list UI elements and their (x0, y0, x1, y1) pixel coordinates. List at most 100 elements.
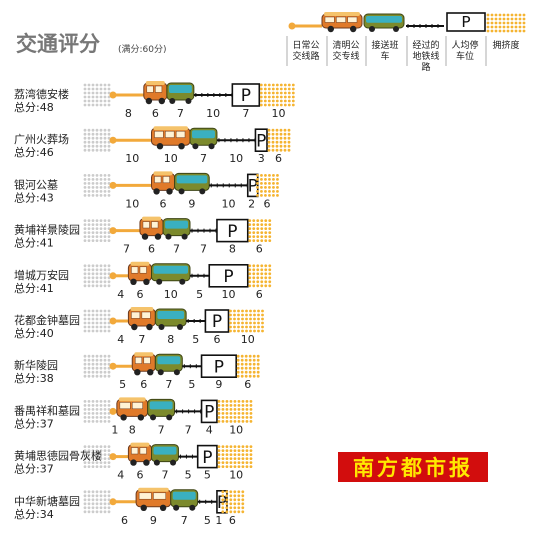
legend-bus-icon (321, 12, 363, 33)
value-label: 6 (275, 152, 282, 165)
shuttle-tram-mark (147, 398, 176, 421)
grey-dots (83, 490, 111, 514)
svg-text:P: P (212, 312, 222, 332)
grey-dots (83, 309, 111, 333)
metro-track-mark (190, 228, 217, 233)
value-label: 7 (200, 243, 207, 256)
value-label: 5 (204, 514, 211, 527)
svg-text:接送班: 接送班 (371, 39, 398, 51)
value-label: 6 (256, 288, 263, 301)
metro-track-mark (174, 409, 202, 414)
value-label: 4 (117, 469, 124, 482)
category-label: 花都金钟墓园 (14, 313, 80, 327)
value-label: 4 (117, 288, 124, 301)
total-score: 总分:41 (14, 236, 54, 250)
grey-dots (83, 264, 111, 288)
svg-text:P: P (256, 131, 266, 151)
parking-mark: P (200, 399, 218, 424)
crowd-dots-mark (259, 83, 295, 107)
value-label: 5 (192, 333, 199, 346)
svg-text:P: P (202, 448, 212, 468)
svg-text:人均停: 人均停 (451, 39, 478, 51)
legend-parking-icon: P (446, 12, 486, 32)
svg-text:P: P (248, 177, 258, 197)
crowd-dots-mark (256, 174, 279, 197)
value-label: 7 (138, 333, 145, 346)
metro-track-mark (216, 138, 256, 143)
value-label: 6 (152, 107, 159, 120)
total-score: 总分:43 (14, 190, 54, 204)
grey-dots (83, 128, 111, 152)
total-score: 总分:37 (14, 416, 54, 430)
category-label: 广州火葬场 (14, 132, 69, 146)
svg-text:P: P (223, 267, 233, 287)
svg-text:P: P (214, 357, 224, 377)
parking-mark: P (216, 489, 228, 514)
value-label: 10 (164, 288, 178, 301)
value-label: 8 (129, 423, 136, 436)
shuttle-tram-mark (166, 82, 195, 104)
category-label: 荔湾德安楼 (14, 87, 69, 101)
value-label: 7 (185, 423, 192, 436)
shuttle-bus-mark (127, 442, 152, 466)
svg-text:P: P (227, 222, 237, 242)
legend-item: 拥挤度 (485, 36, 520, 66)
value-label: 6 (160, 197, 167, 210)
shuttle-tram-mark (162, 218, 191, 240)
parking-mark: P (254, 128, 268, 152)
svg-text:交专线: 交专线 (332, 50, 359, 62)
crowd-dots-mark (267, 128, 291, 152)
svg-text:地铁线: 地铁线 (412, 50, 439, 62)
metro-track-mark (186, 319, 206, 323)
value-label: 5 (119, 378, 126, 391)
shuttle-bus-mark (143, 81, 168, 105)
metro-track-mark (178, 454, 198, 459)
grey-dots (83, 83, 111, 107)
value-label: 9 (188, 197, 195, 210)
shuttle-tram-mark (174, 172, 210, 195)
parking-mark: P (216, 218, 249, 243)
value-label: 6 (213, 333, 220, 346)
value-label: 7 (161, 469, 168, 482)
value-label: 5 (204, 469, 211, 482)
svg-text:车位: 车位 (456, 50, 474, 62)
total-score: 总分:37 (14, 462, 54, 476)
grey-dots (83, 219, 111, 243)
parking-mark: P (231, 83, 261, 107)
value-label: 8 (125, 107, 132, 120)
value-label: 7 (200, 152, 207, 165)
shuttle-bus-mark (127, 261, 152, 285)
svg-text:P: P (204, 403, 214, 423)
value-label: 6 (121, 514, 128, 527)
shuttle-bus-mark (139, 216, 164, 240)
metro-track-mark (209, 183, 248, 188)
legend-dots-icon (486, 13, 526, 33)
shuttle-bus-mark (135, 487, 172, 511)
category-label: 黄埔思德园骨灰楼 (14, 449, 102, 463)
svg-text:车: 车 (380, 50, 389, 62)
parking-mark: P (208, 263, 249, 288)
value-label: 10 (222, 288, 236, 301)
value-label: 7 (242, 107, 249, 120)
value-label: 9 (150, 514, 157, 527)
value-label: 10 (125, 152, 139, 165)
shuttle-tram-mark (151, 444, 179, 466)
legend-tram-icon (363, 13, 405, 32)
value-label: 6 (244, 378, 251, 391)
crowd-dots-mark (217, 400, 253, 423)
total-score: 总分:46 (14, 145, 54, 159)
value-label: 10 (229, 152, 243, 165)
category-label: 新华陵园 (14, 358, 58, 372)
category-label: 黄埔祥景陵园 (14, 223, 80, 237)
